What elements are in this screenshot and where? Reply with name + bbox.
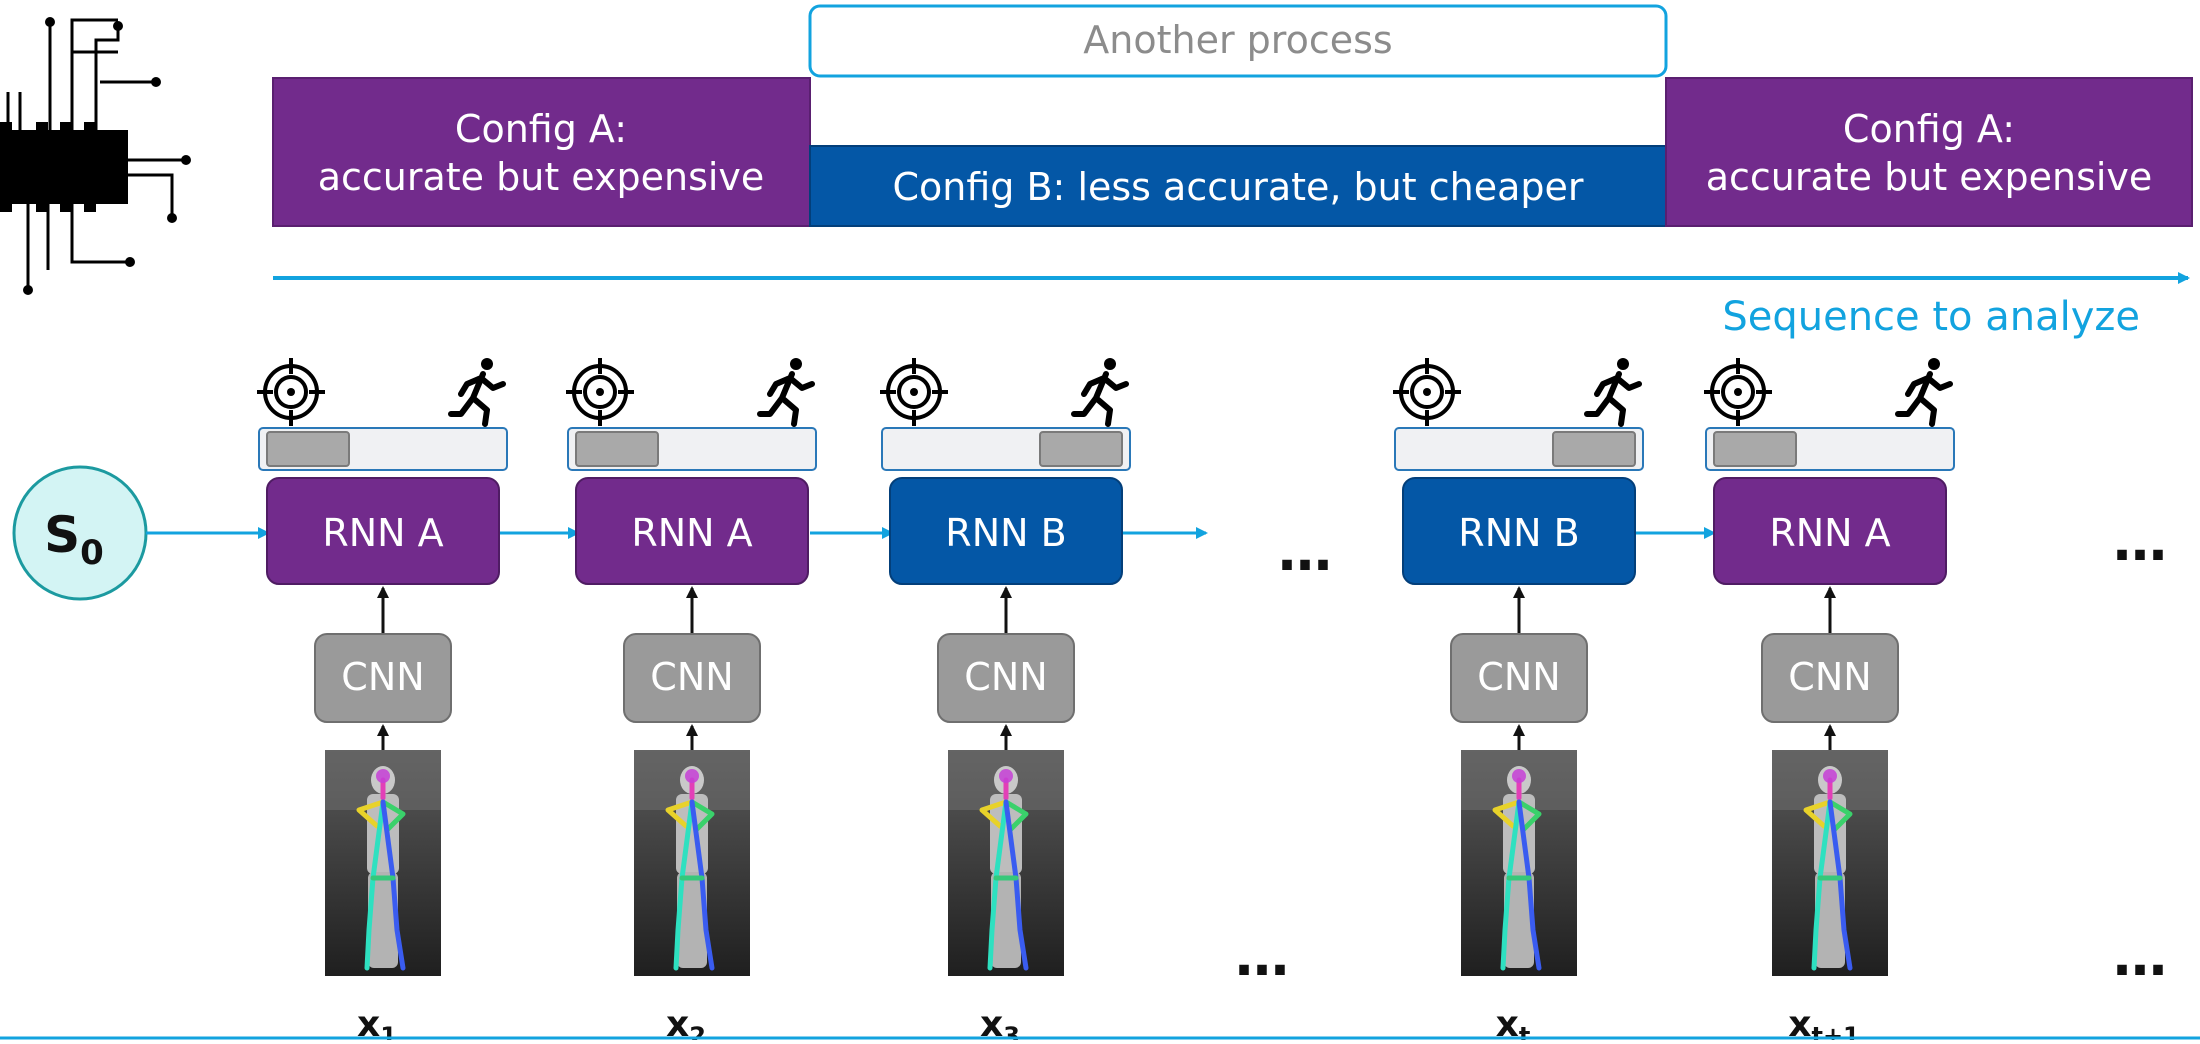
frame-label-main: x xyxy=(357,1004,380,1040)
ellipsis-middle-top: … xyxy=(1278,520,1332,583)
config-a-block-right xyxy=(1665,77,2193,227)
frame-image xyxy=(634,750,750,976)
frame-label: xt xyxy=(1496,1004,1531,1040)
target-icon xyxy=(1704,358,1772,426)
config-slider xyxy=(1394,427,1644,471)
target-icon xyxy=(257,358,325,426)
rnn-step: RNN A CNN x2 xyxy=(566,358,817,1044)
cnn-label: CNN xyxy=(1788,655,1871,699)
another-process-label: Another process xyxy=(1083,18,1392,62)
cnn-box xyxy=(1450,633,1588,723)
config-slider xyxy=(567,427,817,471)
rnn-step: RNN B CNN xt xyxy=(1393,358,1644,1044)
config-a-right-line1: Config A: xyxy=(1843,107,2015,151)
target-icon xyxy=(566,358,634,426)
chip-icon xyxy=(0,17,191,295)
rnn-label: RNN B xyxy=(1458,511,1579,555)
config-a-right-line2: accurate but expensive xyxy=(1706,155,2153,199)
config-slider xyxy=(1705,427,1955,471)
cnn-box xyxy=(1761,633,1899,723)
runner-icon xyxy=(1895,358,1953,427)
runner-icon xyxy=(448,358,506,427)
frame-label: x1 xyxy=(357,1004,397,1040)
frame-label-main: x xyxy=(980,1004,1003,1040)
ellipsis-middle-bottom: … xyxy=(1235,925,1289,988)
config-slider xyxy=(881,427,1131,471)
rnn-label: RNN B xyxy=(945,511,1066,555)
rnn-label: RNN A xyxy=(1769,511,1890,555)
frame-label: x2 xyxy=(666,1004,706,1040)
frame-label-main: x xyxy=(1788,1004,1811,1040)
config-slider-knob xyxy=(266,431,350,467)
cnn-label: CNN xyxy=(1477,655,1560,699)
rnn-step: RNN A CNN xt+1 xyxy=(1704,358,1955,1044)
rnn-label: RNN A xyxy=(631,511,752,555)
rnn-box xyxy=(575,477,809,585)
runner-icon xyxy=(757,358,815,427)
cnn-label: CNN xyxy=(341,655,424,699)
frame-image xyxy=(948,750,1064,976)
config-slider-knob xyxy=(1713,431,1797,467)
rnn-step: RNN B CNN x3 xyxy=(880,358,1131,1044)
target-icon xyxy=(880,358,948,426)
cnn-box xyxy=(937,633,1075,723)
cnn-box xyxy=(623,633,761,723)
frame-image xyxy=(1772,750,1888,976)
frame-label-main: x xyxy=(666,1004,689,1040)
runner-icon xyxy=(1071,358,1129,427)
rnn-label: RNN A xyxy=(322,511,443,555)
cnn-label: CNN xyxy=(650,655,733,699)
frame-label: x3 xyxy=(980,1004,1020,1040)
frame-label: xt+1 xyxy=(1788,1004,1860,1040)
rnn-box xyxy=(889,477,1123,585)
state-label-sub: 0 xyxy=(80,533,104,573)
config-b-label: Config B: less accurate, but cheaper xyxy=(892,165,1583,209)
config-slider-knob xyxy=(575,431,659,467)
config-slider-knob xyxy=(1039,431,1123,467)
config-a-block-left xyxy=(272,77,811,227)
cnn-label: CNN xyxy=(964,655,1047,699)
config-a-left-line1: Config A: xyxy=(455,107,627,151)
another-process-box xyxy=(808,4,1668,78)
initial-state: S0 xyxy=(12,465,148,601)
frame-image xyxy=(325,750,441,976)
rnn-box xyxy=(1713,477,1947,585)
ellipsis-right-top: … xyxy=(2113,510,2167,573)
frame-label-sub: t xyxy=(1519,1022,1530,1040)
sequence-label: Sequence to analyze xyxy=(1722,294,2140,340)
config-timeline: Another process Config A: accurate but e… xyxy=(272,4,2193,340)
runner-icon xyxy=(1584,358,1642,427)
state-label-main: S xyxy=(44,506,80,564)
rnn-box xyxy=(266,477,500,585)
target-icon xyxy=(1393,358,1461,426)
frame-label-main: x xyxy=(1496,1004,1519,1040)
ellipsis-right-bottom: … xyxy=(2113,925,2167,988)
config-b-block xyxy=(809,145,1667,227)
config-a-left-line2: accurate but expensive xyxy=(318,155,765,199)
frame-image xyxy=(1461,750,1577,976)
config-slider-knob xyxy=(1552,431,1636,467)
rnn-step: RNN A CNN x1 xyxy=(257,358,508,1044)
rnn-box xyxy=(1402,477,1636,585)
config-slider xyxy=(258,427,508,471)
cnn-box xyxy=(314,633,452,723)
state-label: S0 xyxy=(44,506,104,573)
